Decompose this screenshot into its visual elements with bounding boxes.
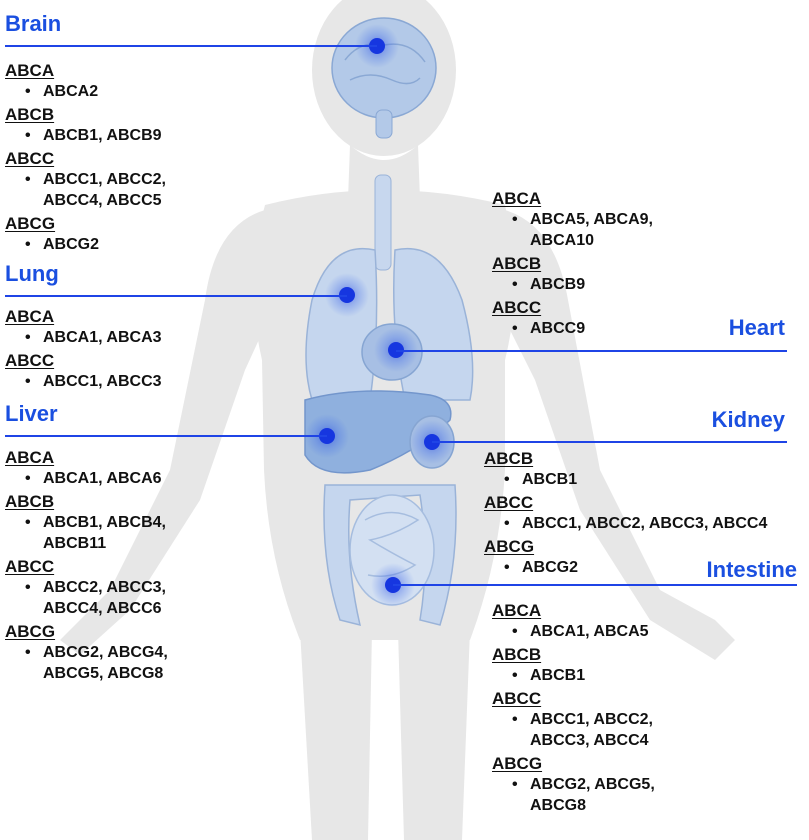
kidney-connector-line <box>432 441 787 443</box>
lung-marker <box>325 273 369 317</box>
family-label: ABCG <box>484 537 535 556</box>
gene-list: ABCG2, ABCG4, ABCG5, ABCG8 <box>5 642 168 684</box>
gene-list: ABCC9 <box>492 318 653 339</box>
family-label: ABCA <box>492 189 542 208</box>
gene-list: ABCA2 <box>5 81 166 102</box>
lung-connector-line <box>5 295 347 297</box>
kidney-transporter-list: ABCB ABCB1 ABCC ABCC1, ABCC2, ABCC3, ABC… <box>484 448 767 580</box>
gene-list: ABCG2, ABCG5, ABCG8 <box>492 774 655 816</box>
gene-list: ABCG2 <box>5 234 166 255</box>
gene-list: ABCB1, ABCB4, ABCB11 <box>5 512 168 554</box>
family-label: ABCA <box>5 61 55 80</box>
brainstem <box>375 109 393 139</box>
gene-list: ABCB1, ABCB9 <box>5 125 166 146</box>
family-label: ABCB <box>492 254 542 273</box>
family-label: ABCA <box>5 307 55 326</box>
family-label: ABCC <box>5 351 55 370</box>
heart-title: Heart <box>728 315 785 340</box>
family-label: ABCC <box>5 149 55 168</box>
brain-marker <box>355 24 399 68</box>
organ-markers <box>305 24 454 607</box>
lung-title: Lung <box>5 261 59 286</box>
brain-title: Brain <box>5 11 62 36</box>
family-label: ABCC <box>492 298 542 317</box>
brain-connector-line <box>5 45 377 47</box>
liver-marker <box>305 414 349 458</box>
liver-connector-line <box>5 435 327 437</box>
family-label: ABCB <box>5 492 55 511</box>
trachea <box>374 174 392 271</box>
family-label: ABCG <box>5 214 56 233</box>
brain-transporter-list: ABCA ABCA2 ABCB ABCB1, ABCB9 ABCC ABCC1,… <box>5 60 166 257</box>
family-label: ABCC <box>5 557 55 576</box>
family-label: ABCB <box>492 645 542 664</box>
gene-list: ABCB1 <box>484 469 767 490</box>
heart-transporter-list: ABCA ABCA5, ABCA9, ABCA10 ABCB ABCB9 ABC… <box>492 188 653 341</box>
gene-list: ABCC1, ABCC2, ABCC3, ABCC4 <box>484 513 767 534</box>
intestine-connector-line <box>393 584 797 586</box>
family-label: ABCC <box>484 493 534 512</box>
intestine-transporter-list: ABCA ABCA1, ABCA5 ABCB ABCB1 ABCC ABCC1,… <box>492 600 655 818</box>
liver-title: Liver <box>5 401 58 426</box>
liver-transporter-list: ABCA ABCA1, ABCA6 ABCB ABCB1, ABCB4, ABC… <box>5 447 168 686</box>
gene-list: ABCC2, ABCC3, ABCC4, ABCC6 <box>5 577 168 619</box>
heart-connector-line <box>396 350 787 352</box>
family-label: ABCB <box>5 105 55 124</box>
family-label: ABCG <box>5 622 56 641</box>
family-label: ABCG <box>492 754 543 773</box>
gene-list: ABCC1, ABCC3 <box>5 371 162 392</box>
gene-list: ABCA1, ABCA5 <box>492 621 655 642</box>
family-label: ABCC <box>492 689 542 708</box>
kidney-title: Kidney <box>711 407 785 432</box>
family-label: ABCA <box>492 601 542 620</box>
gene-list: ABCB1 <box>492 665 655 686</box>
gene-list: ABCA1, ABCA6 <box>5 468 168 489</box>
gene-list: ABCB9 <box>492 274 653 295</box>
gene-list: ABCC1, ABCC2, ABCC3, ABCC4 <box>492 709 655 751</box>
gene-list: ABCG2 <box>484 557 767 578</box>
family-label: ABCB <box>484 449 534 468</box>
family-label: ABCA <box>5 448 55 467</box>
lung-transporter-list: ABCA ABCA1, ABCA3 ABCC ABCC1, ABCC3 <box>5 306 162 394</box>
gene-list: ABCA1, ABCA3 <box>5 327 162 348</box>
gene-list: ABCA5, ABCA9, ABCA10 <box>492 209 653 251</box>
gene-list: ABCC1, ABCC2, ABCC4, ABCC5 <box>5 169 166 211</box>
